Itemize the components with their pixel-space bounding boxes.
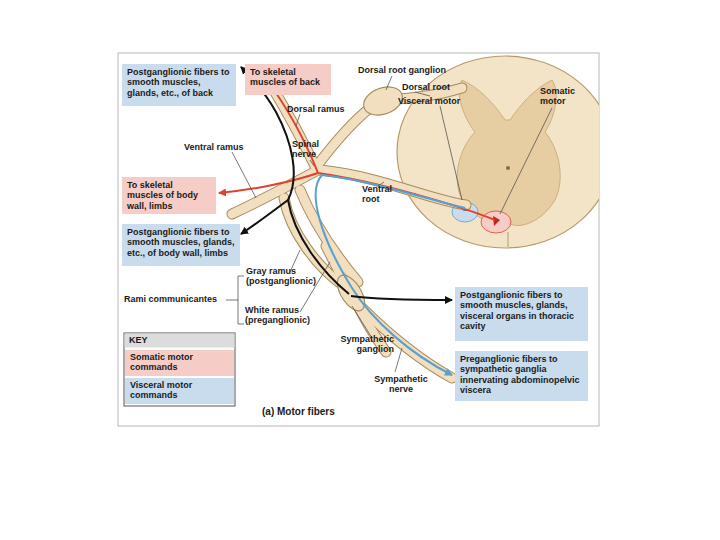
legend-swatch: Visceral motor commands	[125, 378, 234, 404]
structure-label: Sympathetic nerve	[366, 374, 436, 395]
somatic-motor-zone	[481, 211, 511, 233]
postganglionic-fiber-ventral	[241, 200, 288, 234]
preganglionic-fiber	[316, 175, 465, 375]
callout-text: To skeletal muscles of body wall, limbs	[127, 180, 211, 211]
callout-box: To skeletal muscles of body wall, limbs	[122, 177, 216, 214]
structure-label: Dorsal ramus	[287, 104, 357, 114]
white-ramus	[300, 190, 358, 282]
callout-text: To skeletal muscles of back	[250, 67, 326, 88]
sympathetic-ganglion	[332, 271, 370, 316]
nerve-outlines	[232, 72, 466, 378]
structure-label: Sympathetic ganglion	[318, 334, 394, 355]
structure-label: Spinal nerve	[292, 139, 328, 160]
structure-label: Visceral motor	[398, 96, 478, 106]
central-canal	[506, 166, 510, 170]
structure-label: Somatic motor	[540, 86, 585, 107]
callout-box: Postganglionic fibers to smooth muscles,…	[122, 224, 240, 266]
rami-bracket	[226, 276, 244, 324]
structure-label: White ramus (preganglionic)	[245, 305, 323, 326]
callout-box: Preganglionic fibers to sympathetic gang…	[455, 351, 588, 401]
postganglionic-fiber-dorsal	[241, 67, 349, 294]
legend-text: Somatic motor commands	[130, 352, 200, 373]
key-heading: KEY	[129, 335, 189, 345]
callout-text: Postganglionic fibers to smooth muscles,…	[127, 227, 235, 258]
median-fissure	[508, 232, 509, 247]
leader-line	[352, 306, 372, 338]
key-frame	[124, 333, 235, 406]
spinal-cord	[397, 56, 599, 248]
callout-box: To skeletal muscles of back	[245, 64, 331, 95]
leader-line	[395, 348, 402, 372]
structure-label: Ventral root	[362, 184, 402, 205]
structure-label: Ventral ramus	[184, 142, 260, 152]
spinal-cord-group	[397, 56, 599, 248]
callout-box: Postganglionic fibers to smooth muscles,…	[455, 287, 588, 341]
leader-line	[232, 152, 256, 198]
structure-label: Dorsal root ganglion	[358, 65, 470, 75]
legend-text: Visceral motor commands	[130, 380, 200, 401]
leader-line	[386, 76, 392, 90]
leader-line	[440, 106, 462, 200]
nerve-fills	[232, 72, 466, 378]
callout-text: Postganglionic fibers to smooth muscles,…	[460, 290, 583, 331]
structure-label: Gray ramus (postganglionic)	[246, 266, 324, 287]
leader-line	[415, 92, 430, 96]
somatic-fiber-ventral	[219, 173, 318, 193]
figure-caption: (a) Motor fibers	[262, 406, 335, 417]
somatic-neuron	[493, 216, 500, 226]
callout-text: Postganglionic fibers to smooth muscles,…	[127, 67, 231, 98]
callout-text: Preganglionic fibers to sympathetic gang…	[460, 354, 583, 395]
structure-label: Dorsal root	[402, 82, 462, 92]
callout-box: Postganglionic fibers to smooth muscles,…	[122, 64, 236, 106]
somatic-fiber-dorsal	[264, 76, 495, 220]
legend-swatch: Somatic motor commands	[125, 350, 234, 376]
fibers	[219, 67, 495, 375]
leader-line	[300, 262, 330, 312]
leader-line	[310, 160, 314, 166]
root-nerve	[316, 108, 370, 167]
postganglionic-fiber-thoracic	[351, 296, 452, 300]
root-nerve-outline	[316, 108, 370, 167]
leader-line	[500, 108, 552, 214]
key-header	[125, 334, 235, 348]
leader-line	[296, 114, 300, 126]
group-label: Rami communicantes	[124, 294, 224, 304]
